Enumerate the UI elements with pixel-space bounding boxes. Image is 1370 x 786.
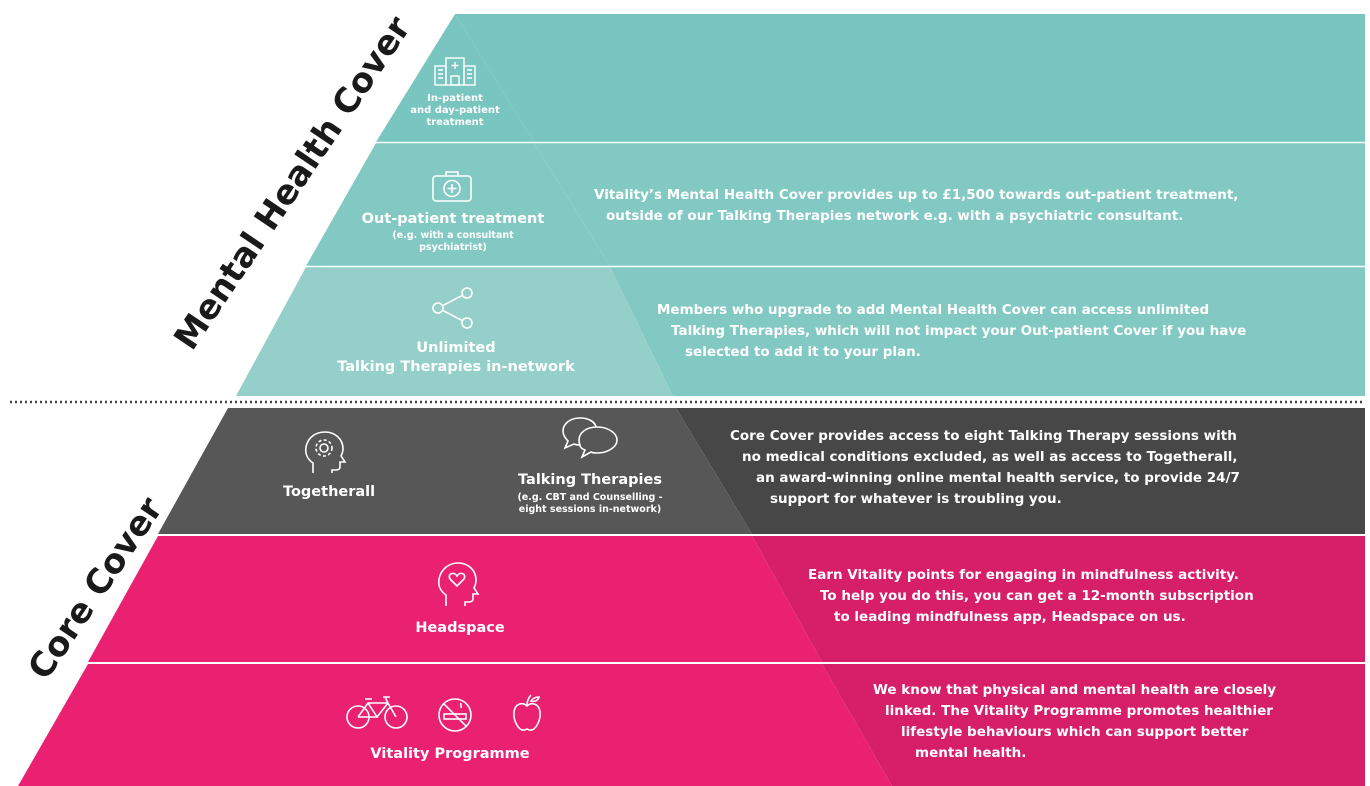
no-smoking-icon (437, 697, 473, 733)
tier-outpatient-left (306, 143, 610, 266)
bicycle-icon (345, 693, 409, 731)
togetherall-label: Togetherall (283, 484, 376, 500)
core-description: Core Cover provides access to eight Talk… (730, 428, 1240, 507)
head-heart-icon (436, 560, 480, 608)
headspace-description: Earn Vitality points for engaging in min… (808, 567, 1254, 625)
tier-headspace-right (752, 536, 1365, 662)
medical-kit-icon (431, 169, 473, 203)
headspace-label: Headspace (415, 620, 505, 636)
tier-inpatient-left (376, 14, 534, 142)
unlimited-title: Unlimited Talking Therapies in-network (337, 340, 575, 375)
vitality-programme-label: Vitality Programme (370, 746, 530, 762)
tier-unlimited-right (610, 267, 1365, 396)
unlimited-description: Members who upgrade to add Mental Health… (657, 302, 1247, 360)
outpatient-title: Out-patient treatment (361, 211, 545, 227)
talking-therapies-subtitle: (e.g. CBT and Counselling - eight sessio… (517, 492, 663, 515)
talking-therapies-title: Talking Therapies (518, 472, 662, 488)
vitality-description: We know that physical and mental health … (873, 682, 1277, 761)
tier-core-right (676, 408, 1365, 534)
tier-headspace-left (88, 536, 822, 662)
tier-vitality-left (18, 664, 892, 786)
tier-core-left (158, 408, 752, 534)
hospital-icon (433, 56, 477, 86)
share-network-icon (431, 285, 475, 331)
apple-icon (512, 693, 542, 733)
tier-vitality-right (822, 664, 1365, 786)
outpatient-subtitle: (e.g. with a consultant psychiatrist) (392, 230, 514, 253)
chat-bubbles-icon (560, 415, 620, 463)
outpatient-description: Vitality’s Mental Health Cover provides … (594, 187, 1239, 224)
tier-unlimited-left (236, 267, 673, 396)
head-gear-icon (303, 429, 347, 475)
inpatient-label: In-patient and day-patient treatment (410, 93, 500, 128)
tier-inpatient-right (455, 14, 1365, 142)
tier-outpatient-right (534, 143, 1365, 266)
